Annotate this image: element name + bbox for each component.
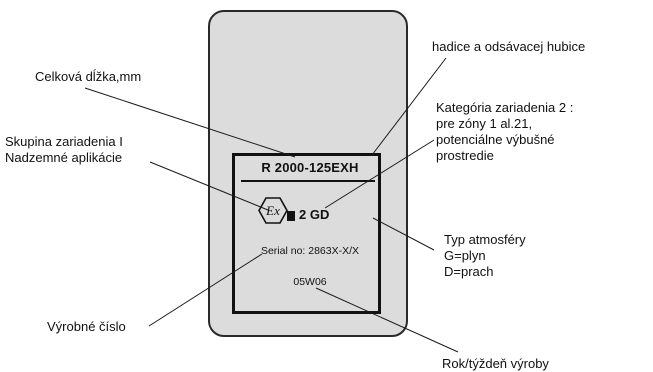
callout-equipment-group-line-2: Nadzemné aplikácie (5, 150, 123, 165)
callout-production-date: Rok/týždeň výroby (442, 356, 549, 371)
callout-equipment-category-line-3: potenciálne výbušné (436, 132, 555, 147)
callout-equipment-group-line-1: Skupina zariadenia I (5, 134, 123, 149)
model-number: R 2000-125EXH (261, 160, 359, 175)
ex-square-icon (287, 211, 295, 221)
callout-total-length: Celková dĺžka,mm (35, 69, 142, 84)
serial-number-text: Serial no: 2863X-X/X (260, 245, 360, 257)
callout-atmosphere-type-line-1: Typ atmosféry (444, 232, 526, 247)
callout-atmosphere-type-line-2: G=plyn (444, 248, 486, 263)
callout-equipment-category-line-2: pre zóny 1 al.21, (436, 116, 533, 131)
callout-atmosphere-type-line-3: D=prach (444, 264, 494, 279)
callout-equipment-category: Kategória zariadenia 2 : pre zóny 1 al.2… (436, 100, 573, 164)
callout-equipment-group: Skupina zariadenia I Nadzemné aplikácie (5, 134, 123, 166)
date-code-text: 05W06 (293, 276, 327, 288)
callout-equipment-category-line-4: prostredie (436, 148, 494, 163)
callout-hose: hadice a odsávacej hubice (432, 39, 586, 54)
model-underline (241, 180, 375, 182)
category-marking: 2 GD (299, 207, 330, 222)
ex-mark-text: Ex (265, 203, 280, 218)
callout-atmosphere-type: Typ atmosféry G=plyn D=prach (444, 232, 526, 280)
rating-label-box (232, 153, 381, 314)
callout-equipment-category-line-1: Kategória zariadenia 2 : (436, 100, 574, 115)
atex-ex-icon: Ex (258, 197, 288, 224)
callout-serial-number: Výrobné číslo (47, 319, 126, 334)
